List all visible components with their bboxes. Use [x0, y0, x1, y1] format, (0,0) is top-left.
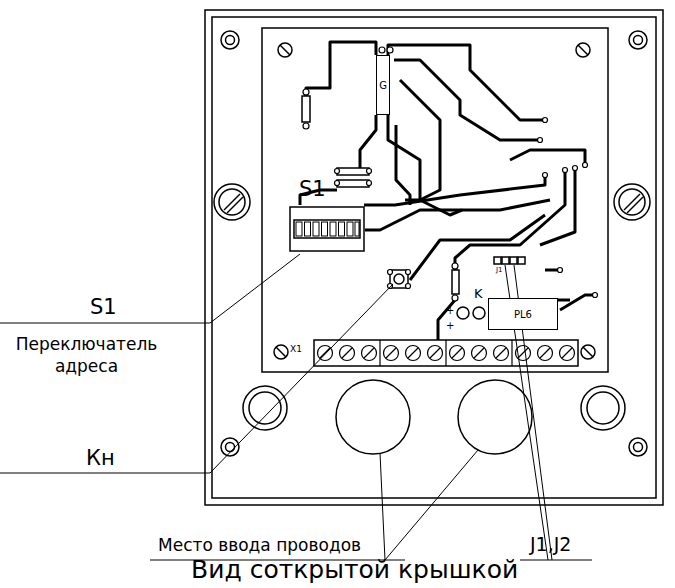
pin-name: J1 [496, 267, 503, 275]
ref-designator: S1 [299, 178, 326, 201]
callout-label: S1 [90, 296, 117, 319]
callout-label: J1,J2 [530, 534, 571, 555]
callout-note: Переключатель адреса [4, 333, 169, 377]
component-box: G [376, 55, 390, 115]
component-label: G [379, 80, 387, 91]
callout-note: Место ввода проводов [158, 536, 361, 555]
callout-label: Кн [86, 447, 115, 470]
polarity-mark: + [446, 305, 454, 316]
connector-name: X1 [290, 345, 302, 355]
polarity-mark: + [446, 320, 454, 331]
view-caption: Вид соткрытой крышкой [191, 556, 518, 584]
component-label: PL6 [514, 309, 532, 320]
led-label: K [474, 287, 483, 301]
relay-box: PL6 [488, 298, 558, 330]
